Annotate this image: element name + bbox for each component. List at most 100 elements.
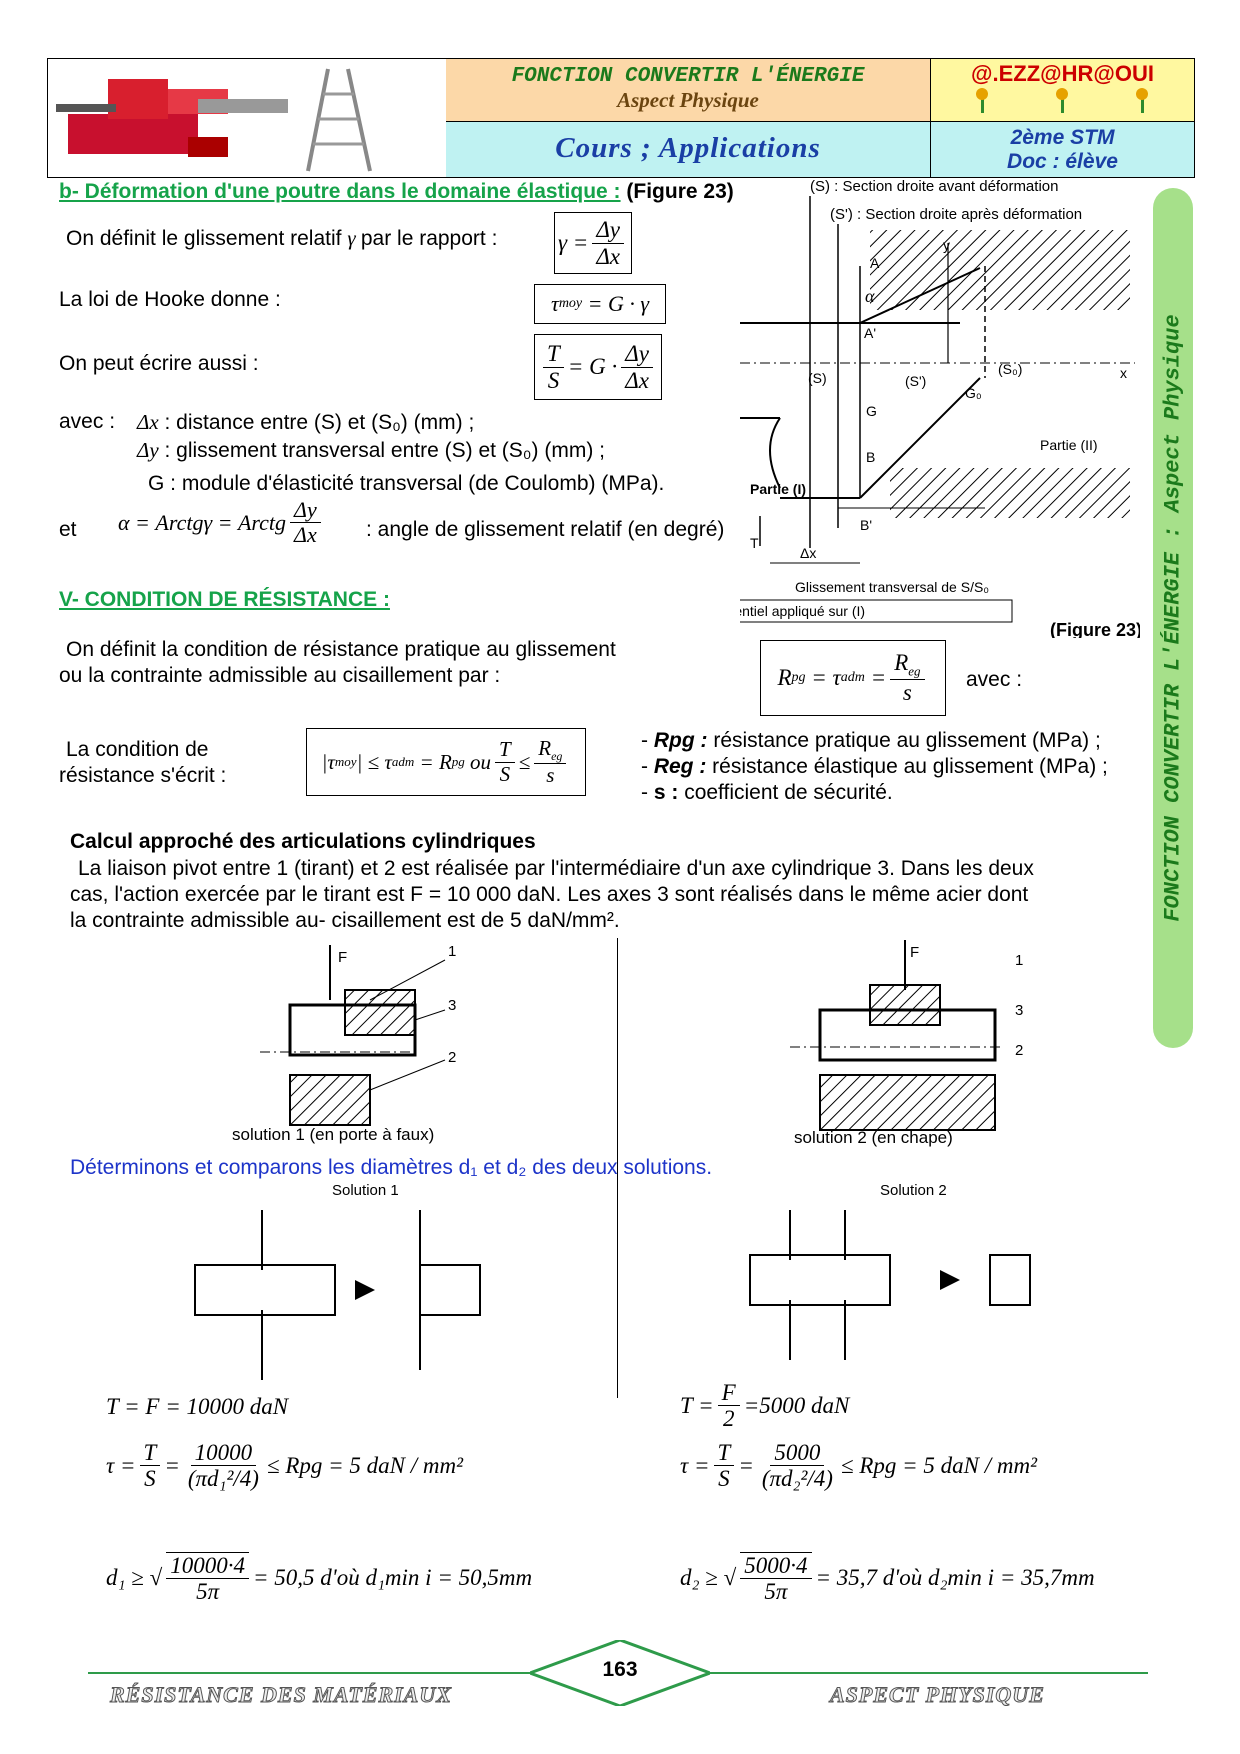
sidebar-text: FONCTION CONVERTIR L'ÉNERGIE : Aspect Ph… [1160,314,1186,922]
svg-text:1: 1 [448,943,456,960]
header-author-cell: @.EZZ@HR@OUI [931,59,1194,122]
alpha-text: : angle de glissement relatif (en degré) [366,518,725,541]
page-number: 163 [602,1658,638,1681]
svg-text:(S₀): (S₀) [998,361,1022,377]
et-label: et [59,518,77,541]
s-desc: coefficient de sécurité. [684,781,893,804]
section-v-heading: V- CONDITION DE RÉSISTANCE : [59,588,390,611]
solution2-title: Solution 2 [880,1182,947,1199]
svg-text:3: 3 [1015,1002,1023,1019]
rpg-term: Rpg : [653,729,708,752]
aussi-label: On peut écrire aussi : [59,352,259,375]
divider [617,938,618,1398]
header-title-cell: FONCTION CONVERTIR L'ÉNERGIE Aspect Phys… [446,59,931,122]
calc-t1: T = F = 10000 daN [106,1394,289,1419]
svg-text:B': B' [860,517,872,533]
avec-label-v: avec : [966,668,1023,691]
def-line-1: On définit la condition de résistance pr… [66,638,616,661]
svg-text:A': A' [864,325,876,341]
solution-2-drawing: F 132 [790,940,1023,1131]
s-term: s : [653,781,679,804]
header-title: FONCTION CONVERTIR L'ÉNERGIE [511,65,865,88]
avec-label: avec : [59,410,116,433]
gamma-symbol: γ [347,226,361,250]
header-cours-cell: Cours ; Applications [446,122,931,177]
svg-text:B: B [866,449,875,465]
fig-partie1: Partie (I) [750,481,806,497]
svg-text:G: G [866,403,877,419]
sidebar: FONCTION CONVERTIR L'ÉNERGIE : Aspect Ph… [1153,188,1193,1048]
hooke-label: La loi de Hooke donne : [59,288,281,311]
footer-page-badge: 163 [525,1638,715,1708]
rpg-desc: résistance pratique au glissement (MPa) … [713,729,1101,752]
determinons: Déterminons et comparons les diamètres d… [70,1156,713,1179]
svg-text:(S'): (S') [905,373,926,389]
svg-text:T: T [750,535,759,551]
flowers-icon [975,88,1148,113]
svg-text:1: 1 [1015,952,1023,969]
reg-desc: résistance élastique au glissement (MPa)… [712,755,1108,778]
svg-text:Δx: Δx [800,545,816,561]
fig-caption: (Figure 23) [1050,620,1140,638]
g-line: G : module d'élasticité transversal (de … [148,472,665,495]
header-subtitle: Aspect Physique [617,88,759,112]
dx-line: Δx : distance entre (S) et (S₀) (mm) ; [137,410,475,434]
svg-text:F: F [338,949,347,966]
figure-23: (S) : Section droite avant déformation (… [740,178,1140,638]
section-b-heading: b- Déformation d'une poutre dans le doma… [59,180,621,203]
solution-1-drawing: F 1 3 2 [260,943,456,1126]
calcul-p3: la contrainte admissible au- cisaillemen… [70,909,620,932]
fig-s2-label: (S') : Section droite après déformation [830,206,1082,223]
svg-text:A: A [870,255,880,271]
header-author: @.EZZ@HR@OUI [971,61,1154,86]
sol1-label: solution 1 (en porte à faux) [232,1125,435,1144]
header-doc: Doc : élève [1007,150,1118,173]
definition-text-b: par le rapport : [360,227,498,250]
svg-text:y: y [943,237,950,253]
header-level-cell: 2ème STM Doc : élève [931,122,1194,177]
svg-text:x: x [1120,365,1127,381]
svg-text:(S): (S) [808,370,827,386]
footer-left: RÉSISTANCE DES MATÉRIAUX [110,1682,452,1708]
fig-effort: Effort tangentiel appliqué sur (I) [740,603,865,619]
fig-glissement: Glissement transversal de S/S₀ [795,579,989,595]
fig-partie2: Partie (II) [1040,437,1098,453]
solution1-title: Solution 1 [332,1182,399,1199]
solution-1-fbd [194,1210,481,1380]
svg-text:2: 2 [1015,1042,1023,1059]
reg-term: Reg : [653,755,707,778]
header: FONCTION CONVERTIR L'ÉNERGIE Aspect Phys… [47,58,1195,178]
solution-2-fbd [749,1210,1031,1360]
def-line-2: ou la contrainte admissible au cisaillem… [59,664,501,687]
calcul-p1: La liaison pivot entre 1 (tirant) et 2 e… [78,857,1034,880]
header-level: 2ème STM [1010,126,1115,149]
svg-text:2: 2 [448,1049,456,1066]
header-illustration [48,59,447,177]
fig-s-label: (S) : Section droite avant déformation [810,178,1058,195]
calcul-paragraph: La liaison pivot entre 1 (tirant) et 2 e… [70,856,1150,934]
vise-and-ladder-icon [56,68,372,172]
definition-text: On définit le glissement relatif [66,227,342,250]
glissement-definition: On définit le glissement relatif γ par l… [66,226,497,251]
legend-list: - Rpg : résistance pratique au glissemen… [641,729,1108,804]
header-cours: Cours ; Applications [555,132,821,164]
footer-right: ASPECT PHYSIQUE [830,1682,1045,1708]
dy-line: Δy : glissement transversal entre (S) et… [137,438,605,462]
cond-line-2: résistance s'écrit : [59,764,227,787]
figure-ref: (Figure 23) [626,180,734,203]
calcul-p2: cas, l'action exercée par le tirant est … [70,883,1029,906]
svg-text:α: α [865,286,875,306]
cond-line-1: La condition de [66,738,209,761]
svg-text:3: 3 [448,997,456,1014]
